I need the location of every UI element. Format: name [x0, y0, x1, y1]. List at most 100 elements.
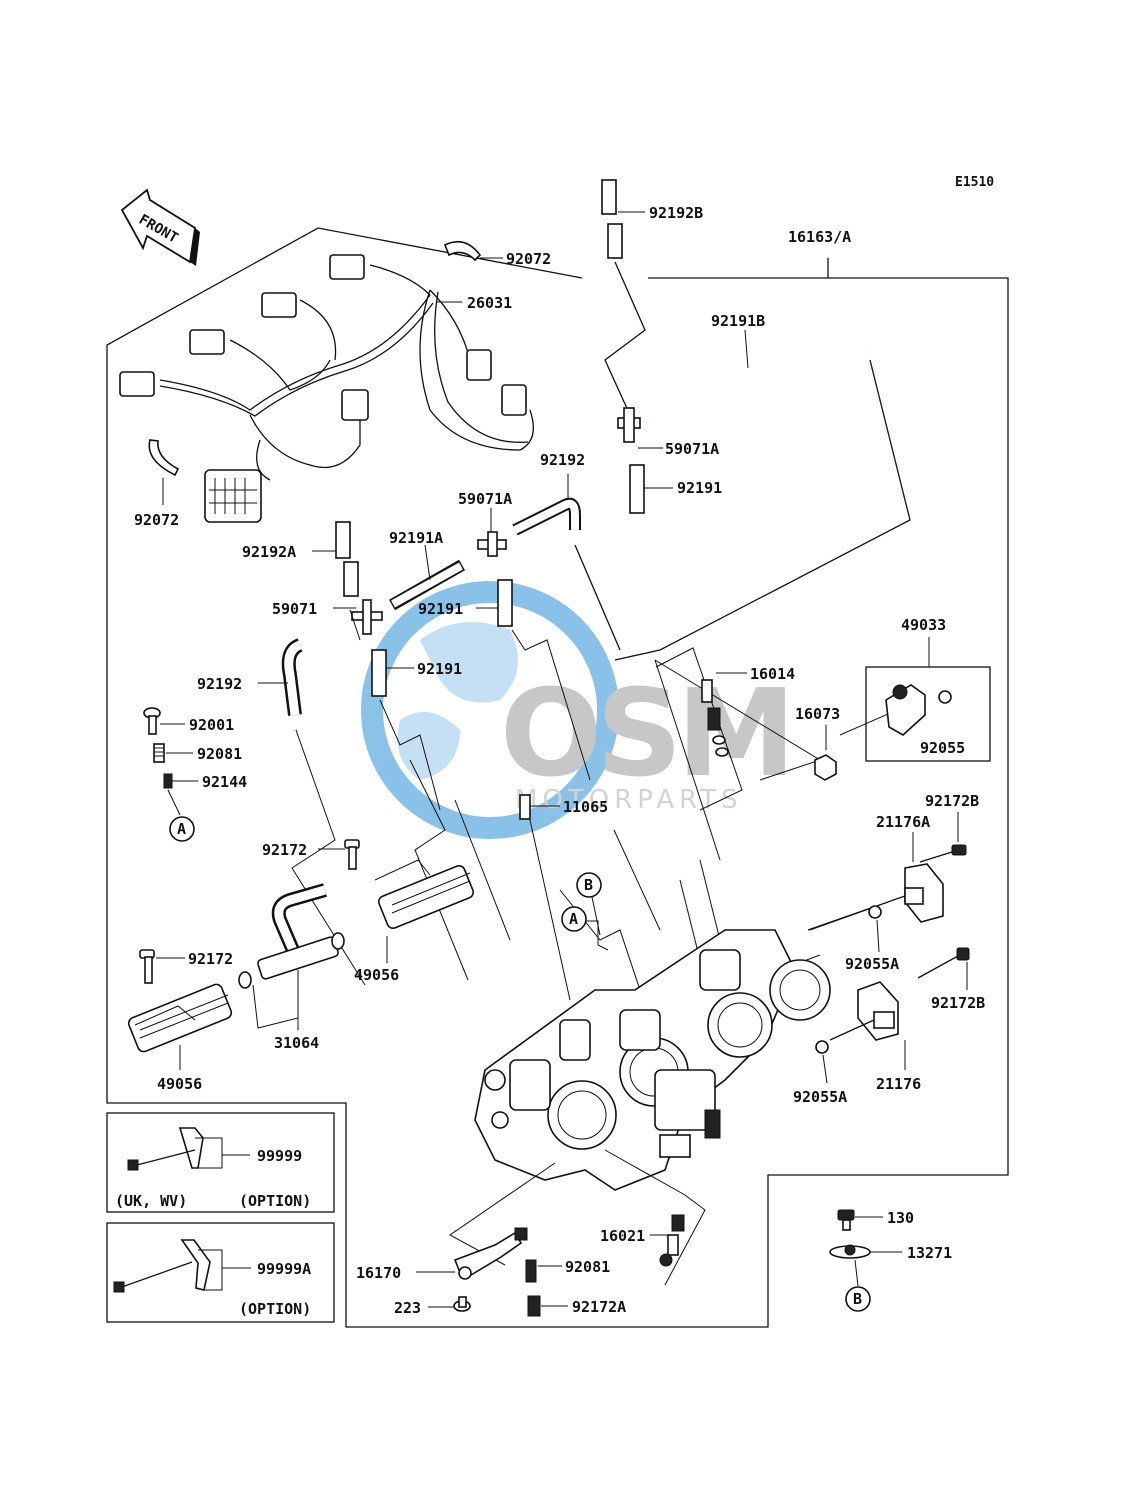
label-92172-b: 92172: [188, 950, 233, 968]
leader-callout-a-mid: [586, 920, 609, 951]
bolt-130-icon: [837, 1209, 855, 1231]
sensor-49033-icon: [885, 684, 926, 736]
main-connector-icon: [204, 469, 262, 523]
hose-92192A-icon: [335, 521, 359, 597]
throttle-body-16163-icon: [474, 929, 831, 1191]
label-92055A-top: 92055A: [845, 955, 899, 973]
leader-92055A-bot: [822, 1054, 828, 1084]
label-92172A: 92172A: [572, 1298, 626, 1316]
screw-16021-icon: [659, 1214, 685, 1267]
clamp-92072-top-icon: [443, 240, 482, 262]
label-92172B-top: 92172B: [925, 792, 979, 810]
label-92072-top: 92072: [506, 250, 551, 268]
callout-a-mid-label: A: [569, 910, 578, 928]
bracket-99999A-icon: [113, 1239, 211, 1293]
spring-92144-icon: [163, 773, 173, 789]
connector-4-icon: [329, 254, 365, 280]
label-92055: 92055: [920, 739, 965, 757]
connector-1-icon: [119, 371, 155, 397]
label-92072-left: 92072: [134, 511, 179, 529]
label-49033: 49033: [901, 616, 946, 634]
box2-right-note: (OPTION): [239, 1300, 311, 1318]
nut-16073-icon: [814, 754, 837, 781]
label-59071A-right: 59071A: [665, 440, 719, 458]
bracket-16021: [604, 1149, 706, 1286]
callout-a-mid: [561, 906, 587, 932]
label-92172B-bot: 92172B: [931, 994, 985, 1012]
tee-59071A-mid-icon: [477, 531, 507, 557]
oring-92055A-bot-icon: [815, 1040, 829, 1054]
frame-line-right-bottom: [106, 277, 1009, 1328]
bracket-13271-icon: [829, 1244, 871, 1259]
callout-b-right-label: B: [853, 1290, 862, 1308]
leader-92055A-top: [876, 919, 880, 953]
label-99999A: 99999A: [257, 1260, 311, 1278]
rail-bracket-line-2: [134, 1005, 196, 1026]
label-99999: 99999: [257, 1147, 302, 1165]
label-13271: 13271: [907, 1244, 952, 1262]
label-49056-left: 49056: [157, 1075, 202, 1093]
label-92001: 92001: [189, 716, 234, 734]
label-21176A: 21176A: [876, 813, 930, 831]
diagram-code: E1510: [955, 175, 994, 190]
connector-7-icon: [341, 389, 369, 421]
watermark-brand: OSM: [500, 665, 790, 804]
leader-92191B: [744, 329, 749, 369]
watermark-globe-ring: [361, 581, 619, 839]
hose-routing-line: [604, 261, 646, 416]
callout-a-left-label: A: [177, 820, 186, 838]
screw-92172A-icon: [527, 1295, 541, 1317]
label-92192-left: 92192: [197, 675, 242, 693]
bolt-92172-b-icon: [139, 949, 155, 984]
callout-b-mid-label: B: [584, 876, 593, 894]
label-92191A: 92191A: [389, 529, 443, 547]
linkage-16170-icon: [453, 1227, 528, 1280]
screw-223-icon: [453, 1296, 471, 1312]
sensor-21176A-icon: [807, 863, 944, 931]
connector-5-icon: [466, 349, 492, 381]
label-92172-a: 92172: [262, 841, 307, 859]
screw-92001-icon: [143, 707, 161, 735]
watermark-sub: MOTORPARTS: [515, 785, 743, 815]
label-21176: 21176: [876, 1075, 921, 1093]
rail-bracket-line-1: [374, 859, 431, 881]
connector-6-icon: [501, 384, 527, 416]
label-92081-bottom: 92081: [565, 1258, 610, 1276]
callout-b-mid: [576, 872, 602, 898]
bolt-92172-a-icon: [344, 839, 360, 870]
box1-right-note: (OPTION): [239, 1192, 311, 1210]
label-92144: 92144: [202, 773, 247, 791]
oring-92055-icon: [938, 690, 952, 704]
front-arrow-icon: FRONT: [120, 188, 200, 266]
connector-2-icon: [189, 329, 225, 355]
watermark: OSM MOTORPARTS: [361, 581, 796, 839]
watermark-globe-land: [397, 622, 518, 780]
bolt-92172B-bot-icon: [917, 947, 970, 979]
label-16014: 16014: [750, 665, 795, 683]
leader-31064-bracket: [252, 970, 299, 1029]
fuel-pipe-31064-icon: [238, 883, 345, 989]
connector-3-icon: [261, 292, 297, 318]
option-box-99999A: [106, 1222, 335, 1323]
bolt-92172B-top-icon: [919, 844, 967, 863]
label-92192A: 92192A: [242, 543, 296, 561]
label-92191-right: 92191: [677, 479, 722, 497]
label-49056-right: 49056: [354, 966, 399, 984]
label-92055A-bot: 92055A: [793, 1088, 847, 1106]
callout-a-left: [169, 816, 195, 842]
label-16073: 16073: [795, 705, 840, 723]
label-16163A: 16163/A: [788, 228, 851, 246]
spring-92081-left-icon: [153, 743, 165, 763]
leader-callout-b-right: [854, 1259, 859, 1287]
leader-callout-a-left: [167, 789, 181, 816]
fuel-rail-49056-left-icon: [127, 983, 233, 1053]
bracket-99999-icon: [127, 1127, 204, 1171]
wiring-harness-26031: [119, 254, 534, 523]
label-92081-left: 92081: [197, 745, 242, 763]
label-130: 130: [887, 1209, 914, 1227]
spring-92081-bottom-icon: [525, 1259, 537, 1283]
fuel-rail-49056-right-icon: [377, 865, 475, 929]
label-223: 223: [394, 1299, 421, 1317]
